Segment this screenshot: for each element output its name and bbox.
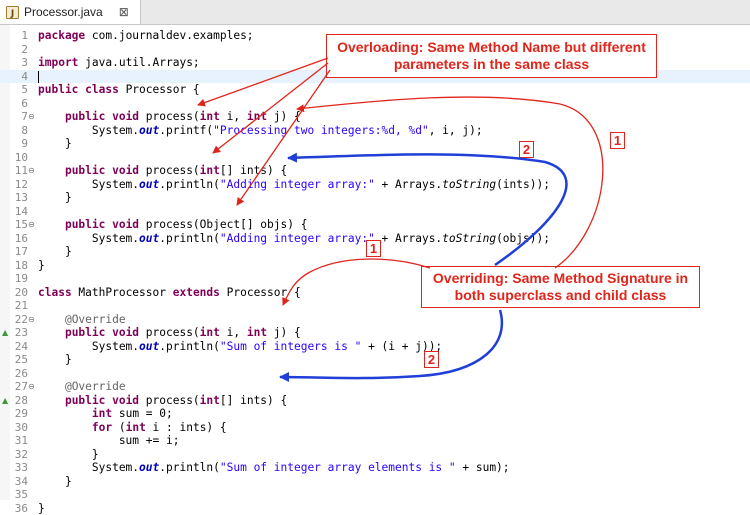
code-line[interactable]: 36} [0,502,750,515]
arrow-override-blue-bottom [280,310,502,378]
arrow-override-blue-top [288,154,566,265]
arrow-override-red-top [297,97,603,268]
arrow-overload-3 [237,70,330,205]
line-number: 36 [10,502,28,515]
annotation-arrows [0,0,750,500]
arrow-overload-1 [198,58,328,105]
code-text: } [38,502,45,515]
arrow-override-red-bottom [283,259,430,305]
